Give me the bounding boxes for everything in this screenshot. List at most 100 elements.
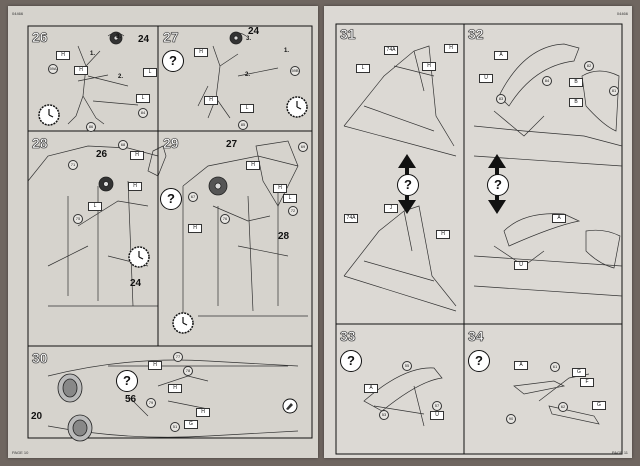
glue-icon — [282, 398, 298, 414]
part-tag: H — [56, 51, 70, 60]
question-mark-icon: ? — [160, 188, 182, 210]
part-number: 76 — [220, 214, 230, 224]
question-mark-icon: ? — [116, 370, 138, 392]
part-number: 86 — [86, 122, 96, 132]
part-tag: H — [204, 96, 218, 105]
part-tag: G — [184, 420, 198, 429]
part-number: 81 — [609, 86, 619, 96]
part-tag: H — [246, 161, 260, 170]
part-tag: L — [136, 94, 150, 103]
part-tag: H — [168, 384, 182, 393]
step-number: 31 — [340, 26, 356, 43]
step-number: 27 — [163, 29, 179, 46]
part-number: 68 — [118, 140, 128, 150]
part-number: 83 — [496, 94, 506, 104]
callout-number: 24 — [130, 278, 142, 289]
clock-icon — [38, 104, 60, 126]
part-number: 71 — [68, 160, 78, 170]
callout-number: 27 — [226, 139, 238, 150]
callout-number: 28 — [278, 231, 290, 242]
part-number: 59B — [290, 66, 300, 76]
part-tag: U — [479, 74, 493, 83]
part-tag: H — [196, 408, 210, 417]
step-number: 26 — [32, 29, 48, 46]
step-number: 33 — [340, 328, 356, 345]
part-tag: A — [364, 384, 378, 393]
part-tag: A — [552, 214, 566, 223]
part-tag: U — [514, 261, 528, 270]
part-tag: F — [580, 378, 594, 387]
sub-step: 3. — [116, 34, 122, 40]
part-number: 75 — [73, 214, 83, 224]
part-number: 53 — [379, 410, 389, 420]
part-number: 78 — [183, 366, 193, 376]
question-mark-icon: ? — [340, 350, 362, 372]
callout-number: 20 — [31, 411, 43, 422]
part-number: 55 — [402, 361, 412, 371]
part-tag: H — [273, 184, 287, 193]
page-footer: PAGE 11 — [611, 450, 628, 455]
part-number: 69 — [298, 142, 308, 152]
step-number: 34 — [468, 328, 484, 345]
part-tag: G — [592, 401, 606, 410]
part-tag: H — [444, 44, 458, 53]
part-tag: H — [74, 66, 88, 75]
part-tag: G — [572, 368, 586, 377]
part-tag: 74A — [384, 46, 398, 55]
part-tag: H — [128, 182, 142, 191]
clock-icon — [286, 96, 308, 118]
callout-number: 56 — [125, 394, 137, 405]
part-tag: L — [283, 194, 297, 203]
question-mark-icon: ? — [162, 50, 184, 72]
part-tag: H — [148, 361, 162, 370]
step-number: 30 — [32, 350, 48, 367]
question-mark-icon: ? — [397, 174, 419, 196]
part-tag: H — [188, 224, 202, 233]
question-mark-icon: ? — [487, 174, 509, 196]
part-tag: J — [384, 204, 398, 213]
part-number: 84 — [542, 76, 552, 86]
part-number: 59A — [48, 64, 58, 74]
part-tag: H — [194, 48, 208, 57]
part-tag: 74A — [344, 214, 358, 223]
part-tag: L — [356, 64, 370, 73]
part-number: 84 — [138, 108, 148, 118]
part-number: 72 — [288, 206, 298, 216]
part-tag: A — [494, 51, 508, 60]
part-tag: H — [130, 151, 144, 160]
line-art — [27, 25, 313, 442]
callout-number: 24 — [248, 26, 260, 37]
part-tag: L — [240, 104, 254, 113]
part-number: 77 — [173, 352, 183, 362]
part-tag: B — [569, 78, 583, 87]
part-number: 62 — [558, 402, 568, 412]
part-tag: H — [422, 62, 436, 71]
question-mark-icon: ? — [468, 350, 490, 372]
clock-icon — [172, 312, 194, 334]
sub-step: 2. — [118, 74, 124, 80]
sub-step: 1. — [90, 51, 96, 57]
part-number: 61 — [550, 362, 560, 372]
part-number: 79 — [146, 398, 156, 408]
part-tag: L — [88, 202, 102, 211]
part-number: 57 — [432, 401, 442, 411]
sub-step: 2. — [245, 72, 251, 78]
callout-number: 26 — [96, 149, 108, 160]
part-number: 67 — [188, 192, 198, 202]
sub-step: 3. — [246, 36, 252, 42]
page-header-code: 04466 — [12, 11, 24, 16]
part-tag: B — [569, 98, 583, 107]
instruction-page-left: 04466 PAGE 10 — [8, 6, 318, 458]
part-number: 51 — [170, 422, 180, 432]
clock-icon — [128, 246, 150, 268]
part-number: 90 — [506, 414, 516, 424]
step-number: 32 — [468, 26, 484, 43]
part-tag: A — [514, 361, 528, 370]
sub-step: 1. — [284, 48, 290, 54]
part-tag: L — [143, 68, 157, 77]
step-number: 29 — [163, 135, 179, 152]
part-number: 82 — [584, 61, 594, 71]
part-tag: H — [436, 230, 450, 239]
part-number: 85 — [238, 120, 248, 130]
callout-number: 24 — [138, 34, 150, 45]
